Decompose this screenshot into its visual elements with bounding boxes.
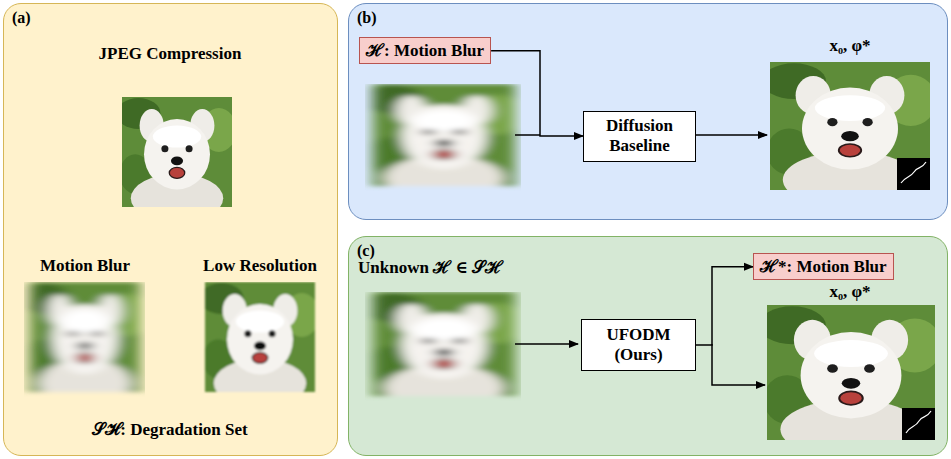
low-resolution-image — [200, 282, 320, 407]
output-arrow — [695, 134, 767, 136]
input-label: Unknown ℋ ∈ 𝒮ℋ — [358, 258, 503, 278]
merge-line — [515, 134, 540, 136]
connector-arrow — [696, 267, 753, 345]
panel-tag: (c) — [357, 241, 375, 260]
process-box: UFODM (Ours) — [581, 319, 696, 371]
process-box: Diffusion Baseline — [583, 111, 696, 162]
image-caption: JPEG Compression — [99, 44, 242, 64]
restored-image — [762, 62, 936, 208]
connector-arrow — [491, 51, 583, 136]
degradation-box: ℋ*: Motion Blur — [753, 253, 894, 280]
degradation-box: ℋ: Motion Blur — [359, 37, 491, 64]
blurred-input-image — [366, 84, 521, 200]
output-label: x₀, φ* — [829, 36, 870, 56]
output-label: x₀, φ* — [829, 282, 870, 302]
jpeg-image — [117, 97, 237, 222]
input-arrow — [515, 343, 578, 345]
set-caption: 𝒮ℋ: Degradation Set — [92, 420, 247, 440]
image-caption: Low Resolution — [203, 256, 317, 276]
kernel-inset — [902, 408, 935, 440]
restored-image — [759, 305, 942, 459]
output-arrow — [712, 344, 765, 385]
box-text: ℋ: Motion Blur — [366, 40, 484, 61]
kernel-curve — [906, 411, 931, 433]
kernel-curve — [901, 162, 926, 183]
motion-blur-image — [25, 282, 145, 407]
panel-tag: (a) — [12, 8, 31, 27]
kernel-inset — [897, 158, 930, 190]
box-text: Diffusion Baseline — [590, 116, 689, 157]
box-text: ℋ*: Motion Blur — [760, 256, 887, 277]
panel-tag: (b) — [357, 8, 377, 27]
image-caption: Motion Blur — [40, 256, 130, 276]
box-text: UFODM (Ours) — [588, 325, 689, 366]
blurred-input-image — [366, 292, 521, 411]
